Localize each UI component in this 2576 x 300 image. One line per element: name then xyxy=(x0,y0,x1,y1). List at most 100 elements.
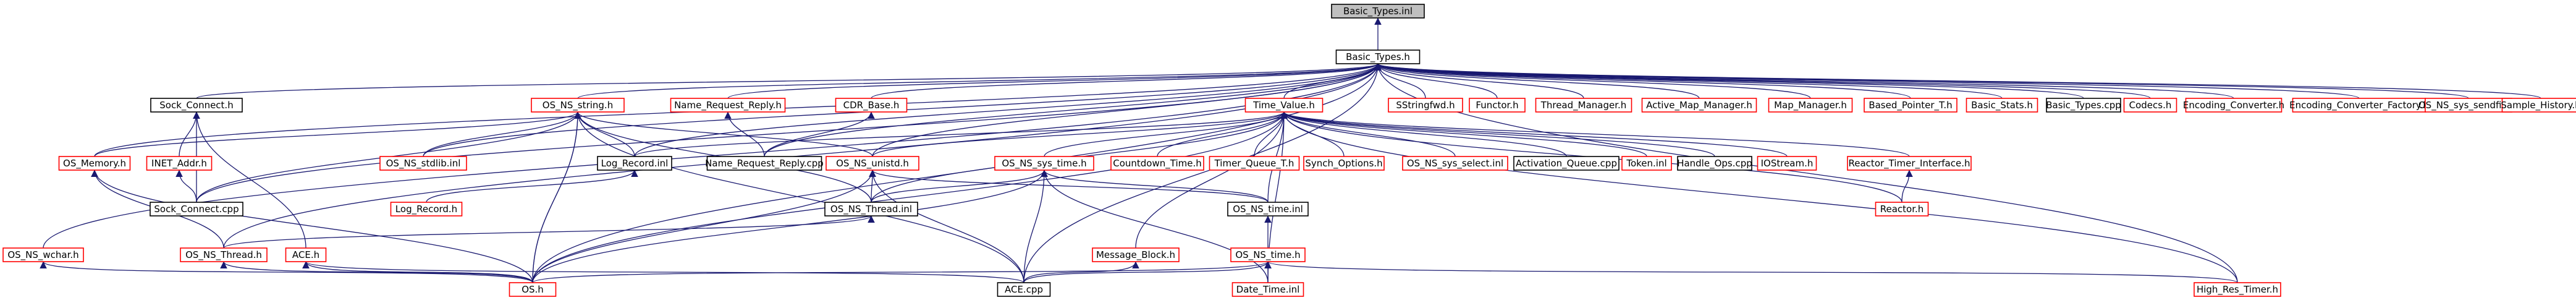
node-based-pointer-t-h[interactable]: Based_Pointer_T.h xyxy=(1864,98,1957,113)
edge-basic_stats_h-to-basic_types_h xyxy=(1374,63,2003,99)
node-os-ns-stdlib-inl[interactable]: OS_NS_stdlib.inl xyxy=(379,156,467,171)
node-sock-connect-h[interactable]: Sock_Connect.h xyxy=(150,98,243,113)
node-os-ns-time-inl[interactable]: OS_NS_time.inl xyxy=(1227,202,1309,216)
node-encoding-converter-factory-h[interactable]: Encoding_Converter_Factory.h xyxy=(2289,98,2429,113)
node-label: OS_NS_time.inl xyxy=(1233,204,1303,215)
node-label: Encoding_Converter_Factory.h xyxy=(2289,100,2429,111)
node-label: Sock_Connect.cpp xyxy=(154,204,239,215)
node-box xyxy=(1875,202,1929,216)
edge-thread_manager_h-to-basic_types_h xyxy=(1374,63,1584,99)
edge-active_map_manager_h-to-basic_types_h xyxy=(1374,63,1700,99)
node-handle-ops-cpp[interactable]: Handle_Ops.cpp xyxy=(1677,156,1752,171)
node-inet-addr-h[interactable]: INET_Addr.h xyxy=(146,156,213,171)
node-codecs-h[interactable]: Codecs.h xyxy=(2123,98,2177,113)
node-os-ns-thread-inl[interactable]: OS_NS_Thread.inl xyxy=(824,202,918,216)
node-ace-h[interactable]: ACE.h xyxy=(285,247,327,262)
node-os-h[interactable]: OS.h xyxy=(509,282,557,297)
node-box xyxy=(58,156,131,171)
node-countdown-time-h[interactable]: Countdown_Time.h xyxy=(1110,156,1204,171)
node-reactor-timer-interface-h[interactable]: Reactor_Timer_Interface.h xyxy=(1847,156,1972,171)
node-thread-manager-h[interactable]: Thread_Manager.h xyxy=(1535,98,1632,113)
node-box xyxy=(390,202,463,216)
node-box xyxy=(1209,156,1300,171)
node-label: OS_NS_unistd.h xyxy=(836,158,909,169)
node-label: OS_NS_wchar.h xyxy=(7,249,78,261)
node-label: Log_Record.h xyxy=(395,204,457,215)
node-os-ns-string-h[interactable]: OS_NS_string.h xyxy=(531,98,625,113)
node-box xyxy=(2185,98,2283,113)
node-os-memory-h[interactable]: OS_Memory.h xyxy=(58,156,131,171)
node-basic-types-h[interactable]: Basic_Types.h xyxy=(1335,49,1421,64)
node-message-block-h[interactable]: Message_Block.h xyxy=(1092,247,1180,262)
node-name-request-reply-cpp[interactable]: Name_Request_Reply.cpp xyxy=(705,156,824,171)
node-box xyxy=(150,202,243,216)
node-log-record-inl[interactable]: Log_Record.inl xyxy=(597,156,672,171)
node-box xyxy=(1231,282,1304,297)
node-active-map-manager-h[interactable]: Active_Map_Manager.h xyxy=(1641,98,1757,113)
node-sstringfwd-h[interactable]: SStringfwd.h xyxy=(1388,98,1463,113)
node-box xyxy=(1388,98,1463,113)
node-box xyxy=(1230,247,1306,262)
node-functor-h[interactable]: Functor.h xyxy=(1469,98,1526,113)
edge-ace_cpp-to-os_ns_time_h xyxy=(1023,261,1272,283)
node-timer-queue-t-h[interactable]: Timer_Queue_T.h xyxy=(1209,156,1300,171)
edge-sample_history_h-to-basic_types_h xyxy=(1374,63,2541,99)
node-box xyxy=(1513,156,1620,171)
node-box xyxy=(1864,98,1957,113)
edge-os_memory_h-to-os_ns_string_h xyxy=(94,111,581,157)
edge-handle_ops_cpp-to-time_value_h xyxy=(1280,111,1715,157)
node-label: OS_NS_Thread.inl xyxy=(830,204,912,215)
edge-os_h-to-os_memory_h xyxy=(91,169,533,283)
node-os-ns-sys-time-h[interactable]: OS_NS_sys_time.h xyxy=(994,156,1094,171)
edge-os_h-to-os_ns_string_h xyxy=(532,111,581,283)
node-time-value-h[interactable]: Time_Value.h xyxy=(1244,98,1324,113)
node-os-ns-sys-select-inl[interactable]: OS_NS_sys_select.inl xyxy=(1402,156,1508,171)
node-activation-queue-cpp[interactable]: Activation_Queue.cpp xyxy=(1513,156,1620,171)
node-box xyxy=(597,156,672,171)
node-box xyxy=(1469,98,1526,113)
node-box xyxy=(826,156,919,171)
node-encoding-converter-h[interactable]: Encoding_Converter.h xyxy=(2183,98,2284,113)
edge-inet_addr_h-to-sock_connect_h xyxy=(179,111,200,157)
edge-os_ns_string_h-to-basic_types_h xyxy=(577,63,1382,99)
edge-ace_cpp-to-os_ns_sys_time_h xyxy=(1023,169,1048,283)
edge-os_ns_unistd_h-to-time_value_h xyxy=(872,111,1288,157)
node-os-ns-unistd-h[interactable]: OS_NS_unistd.h xyxy=(826,156,919,171)
node-iostream-h[interactable]: IOStream.h xyxy=(1757,156,1817,171)
node-date-time-inl[interactable]: Date_Time.inl xyxy=(1231,282,1304,297)
node-map-manager-h[interactable]: Map_Manager.h xyxy=(1768,98,1853,113)
node-box xyxy=(180,247,268,262)
node-cdr-base-h[interactable]: CDR_Base.h xyxy=(835,98,908,113)
edge-log_record_inl-to-os_ns_string_h xyxy=(574,111,635,157)
node-label: Handle_Ops.cpp xyxy=(1677,158,1752,169)
node-os-ns-thread-h[interactable]: OS_NS_Thread.h xyxy=(180,247,268,262)
node-name-request-reply-h[interactable]: Name_Request_Reply.h xyxy=(670,98,786,113)
node-basic-types-inl[interactable]: Basic_Types.inl xyxy=(1331,4,1425,19)
node-log-record-h[interactable]: Log_Record.h xyxy=(390,202,463,216)
node-sock-connect-cpp[interactable]: Sock_Connect.cpp xyxy=(150,202,243,216)
node-label: Thread_Manager.h xyxy=(1540,100,1627,111)
node-basic-stats-h[interactable]: Basic_Stats.h xyxy=(1966,98,2038,113)
edge-ace_cpp-to-basic_types_h xyxy=(1023,63,1382,283)
node-box xyxy=(150,98,243,113)
edge-ace_cpp-to-os_ns_unistd_h xyxy=(869,169,1024,283)
node-high-res-timer-h[interactable]: High_Res_Timer.h xyxy=(2194,282,2281,297)
node-label: Token.inl xyxy=(1626,158,1666,169)
node-ace-cpp[interactable]: ACE.cpp xyxy=(997,282,1051,297)
node-basic-types-cpp[interactable]: Basic_Types.cpp xyxy=(2046,98,2121,113)
node-reactor-h[interactable]: Reactor.h xyxy=(1875,202,1929,216)
node-label: Basic_Types.cpp xyxy=(2046,100,2121,111)
edge-os_h-to-os_ns_time_h xyxy=(532,261,1272,283)
node-token-inl[interactable]: Token.inl xyxy=(1621,156,1672,171)
node-os-ns-sys-sendfile-h[interactable]: OS_NS_sys_sendfile.h xyxy=(2418,98,2519,113)
node-box xyxy=(379,156,467,171)
node-sample-history-h[interactable]: Sample_History.h xyxy=(2501,98,2576,113)
node-label: OS_NS_stdlib.inl xyxy=(386,158,461,169)
node-os-ns-wchar-h[interactable]: OS_NS_wchar.h xyxy=(2,247,84,262)
node-box xyxy=(2,247,84,262)
node-box xyxy=(1535,98,1632,113)
node-box xyxy=(2123,98,2177,113)
edge-sock_connect_cpp-to-inet_addr_h xyxy=(175,169,197,203)
node-os-ns-time-h[interactable]: OS_NS_time.h xyxy=(1230,247,1306,262)
node-synch-options-h[interactable]: Synch_Options.h xyxy=(1303,156,1385,171)
